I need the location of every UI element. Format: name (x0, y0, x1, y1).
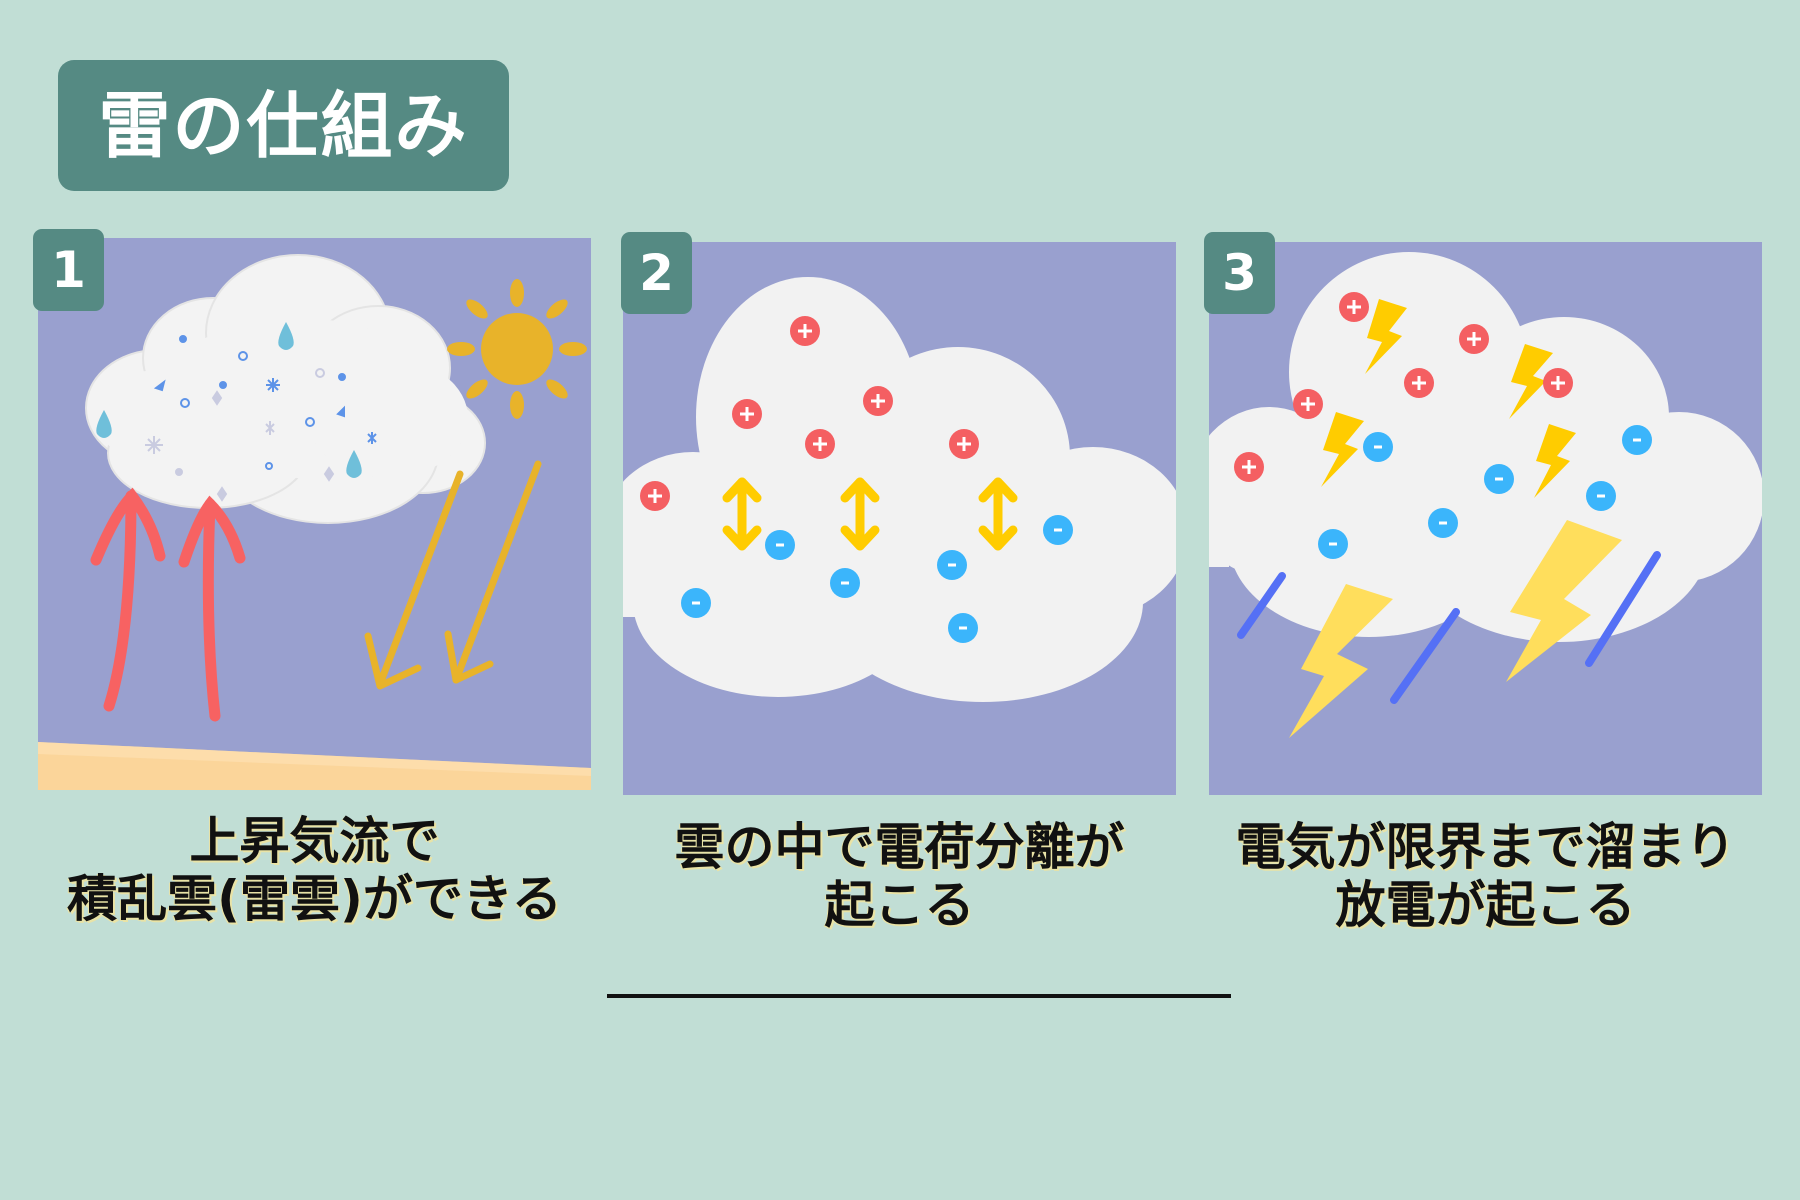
cloud-icon (1209, 252, 1762, 642)
negative-charge-icon (1318, 425, 1652, 559)
step-2-illustration (623, 242, 1176, 795)
step-number: 3 (1222, 244, 1257, 302)
step-1-caption: 上昇気流で 積乱雲(雷雲)ができる (38, 812, 591, 928)
cloud-icon (85, 254, 486, 524)
step-badge-1: 1 (33, 229, 104, 311)
lightning-large-icon (1289, 520, 1622, 738)
negative-charge-icon (681, 515, 1073, 643)
positive-charge-icon (640, 316, 979, 511)
rain-streak-icon (1237, 551, 1661, 704)
sun-icon (447, 279, 587, 419)
ice-crystal-icon (153, 335, 377, 470)
caption-line: 積乱雲(雷雲)ができる (67, 870, 562, 928)
sunlight-arrow-icon (364, 460, 542, 690)
water-drop-icon (96, 322, 362, 478)
step-1-illustration (38, 238, 591, 790)
step-badge-3: 3 (1204, 232, 1275, 314)
lightning-small-icon (1321, 299, 1576, 498)
cloud-icon (623, 277, 1176, 702)
step-badge-2: 2 (621, 232, 692, 314)
caption-line: 放電が起こる (1335, 876, 1636, 934)
positive-charge-icon (1234, 292, 1573, 482)
caption-line: 電気が限界まで溜まり (1235, 818, 1736, 876)
divider-line (607, 994, 1231, 998)
updraft-arrow-icon (90, 487, 246, 722)
step-2-caption: 雲の中で電荷分離が 起こる (623, 818, 1176, 934)
page-title: 雷の仕組み (98, 83, 469, 168)
ground (38, 742, 591, 790)
caption-line: 雲の中で電荷分離が (674, 818, 1125, 876)
caption-line: 起こる (824, 876, 975, 934)
caption-line: 上昇気流で (189, 812, 440, 870)
step-3-illustration (1209, 242, 1762, 795)
separation-arrow-icon (722, 477, 1018, 551)
step-number: 2 (639, 244, 674, 302)
step-3-caption: 電気が限界まで溜まり 放電が起こる (1195, 818, 1776, 934)
title-banner: 雷の仕組み (58, 60, 509, 191)
step-number: 1 (51, 241, 86, 299)
